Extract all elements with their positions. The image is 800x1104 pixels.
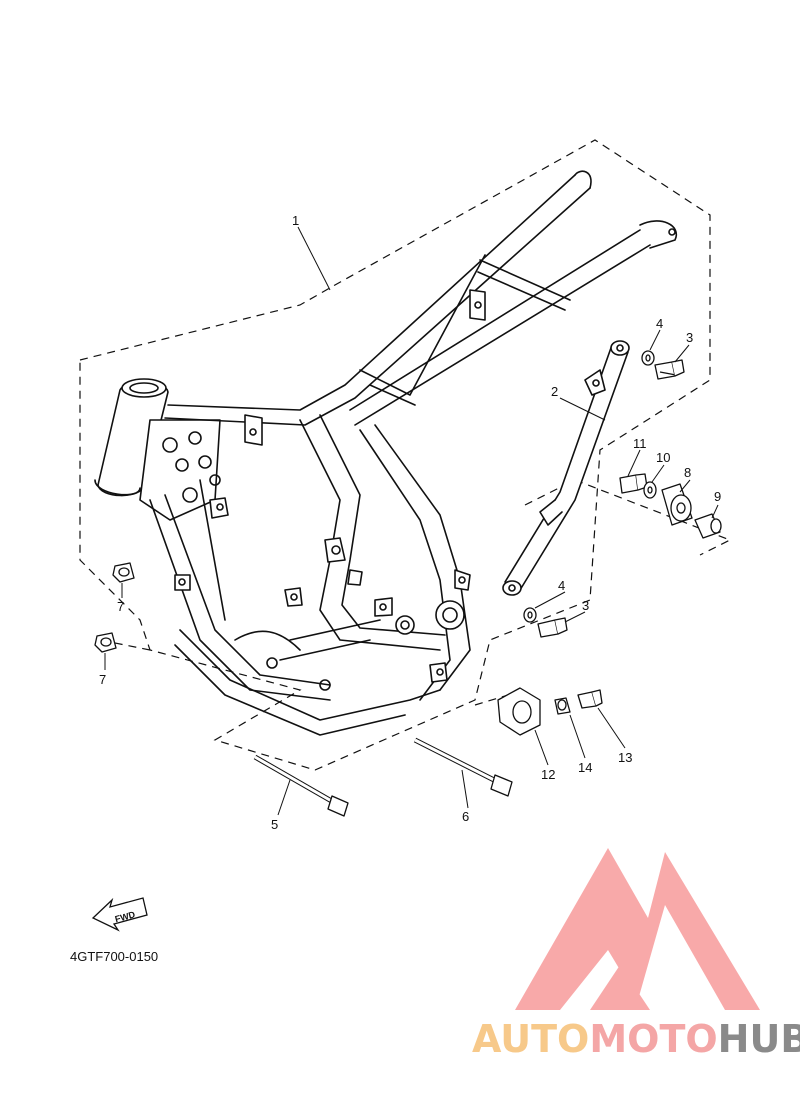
diagram-code: 4GTF700-0150: [70, 949, 158, 964]
callout-4-upper: 4: [656, 316, 663, 331]
callout-8: 8: [684, 465, 691, 480]
fasteners: [94, 350, 722, 817]
watermark-hub: HUB: [718, 1017, 800, 1061]
watermark-text: AUTOMOTOHUB: [472, 1017, 800, 1061]
callout-9: 9: [714, 489, 721, 504]
watermark-moto: MOTO: [589, 1017, 717, 1061]
callout-1: 1: [292, 213, 299, 228]
sub-frame-part: [502, 340, 630, 596]
callouts: 1 2 3 3 4 4 5 6 7 7 8 9 10 11 12 13 14: [99, 213, 721, 832]
leader-lines: [104, 226, 719, 816]
callout-2: 2: [551, 384, 558, 399]
callout-12: 12: [541, 767, 555, 782]
callout-7-upper: 7: [117, 599, 124, 614]
main-frame: [94, 170, 678, 736]
callout-10: 10: [656, 450, 670, 465]
callout-5: 5: [271, 817, 278, 832]
watermark-logo-icon: [515, 848, 760, 1010]
callout-11: 11: [633, 436, 647, 451]
callout-4-lower: 4: [558, 578, 565, 593]
callout-7-lower: 7: [99, 672, 106, 687]
callout-13: 13: [618, 750, 632, 765]
fwd-arrow-icon: FWD: [91, 897, 148, 932]
watermark-auto: AUTO: [472, 1017, 589, 1061]
callout-3-lower: 3: [582, 598, 589, 613]
callout-3-upper: 3: [686, 330, 693, 345]
callout-14: 14: [578, 760, 592, 775]
callout-6: 6: [462, 809, 469, 824]
